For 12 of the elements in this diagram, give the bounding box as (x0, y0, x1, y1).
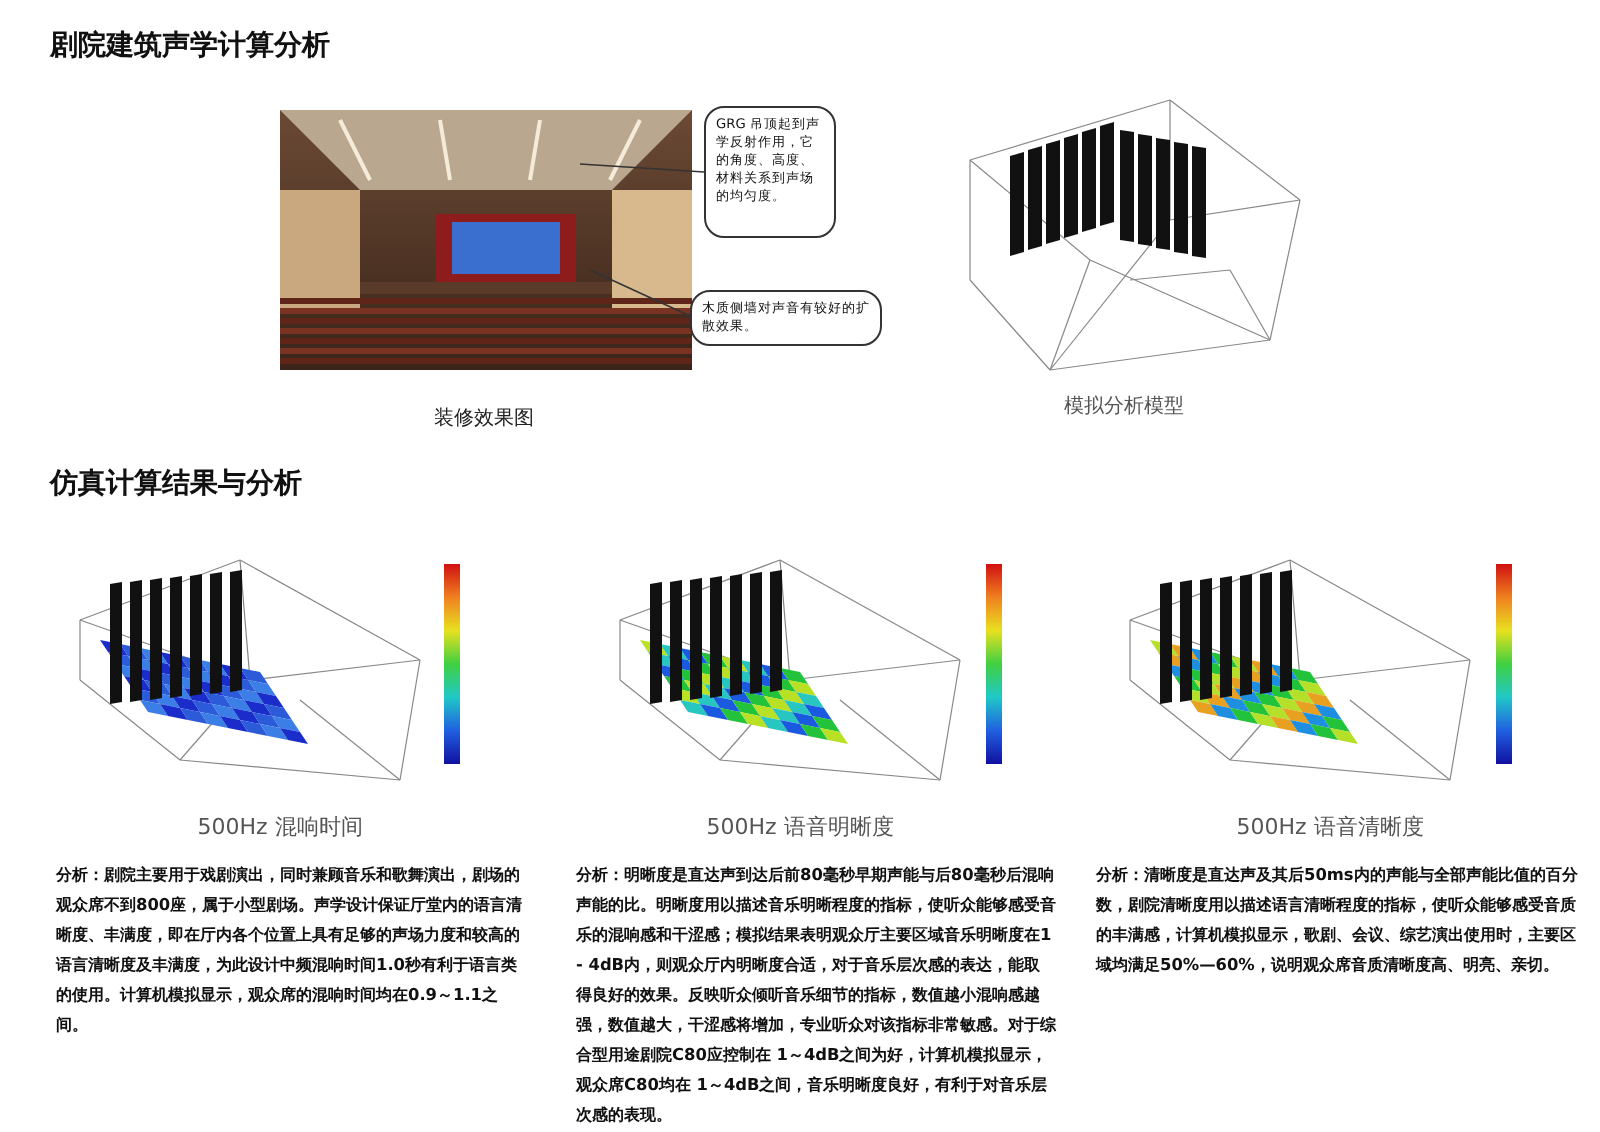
chart-caption: 500Hz 混响时间 (195, 812, 365, 842)
leader-line (579, 163, 705, 173)
chart-caption: 500Hz 语音清晰度 (1234, 812, 1426, 842)
chart-caption: 500Hz 语音明晰度 (704, 812, 896, 842)
section-heading: 仿真计算结果与分析 (50, 466, 302, 502)
analysis-paragraph: 分析：剧院主要用于戏剧演出，同时兼顾音乐和歌舞演出，剧场的观众席不到800座，属于小型剧场。声学设计保证厅堂内的语言清晰度、丰满度，即在厅内各个位置上具有足够的声场力度和较高的语言清晰度及丰满度，为此设计中频混响时间1.0秒有利于语言类的使用。计算机模拟显示，观众席的混响时间均在0.9～1.1之间。 (56, 862, 525, 1038)
image-caption: 模拟分析模型 (1064, 393, 1184, 420)
auditorium-rendering-drawing (280, 110, 692, 370)
image-caption: 装修效果图 (434, 405, 534, 432)
analysis-paragraph: 分析：明晰度是直达声到达后前80毫秒早期声能与后80毫秒后混响声能的比。明晰度用以描述音乐明晰程度的指标，使听众能够感受音乐的混响感和干涩感；模拟结果表明观众厅主要区域音乐明晰度在1 - 4dB内，则观众厅内明晰度合适，对于音乐层次感的表达，能取得良好的效果。反映听众倾听音乐细节的指标，数值越小混响感越强，数值越大，干涩感将增加，专业听众对该指标非常敏感。对于综合型用途剧院C80应控制在 1～4dB之间为好，计算机模拟显示，观众席C80均在 1～4dB之间，音乐明晰度良好，有利于对音乐层次感的表现。 (576, 862, 1056, 1128)
analysis-paragraph: 分析：清晰度是直达声及其后50ms内的声能与全部声能比值的百分数，剧院清晰度用以描述语言清晰程度的指标，使听众能够感受音质的丰满感，计算机模拟显示，歌剧、会议、综艺演出使用时，主要区域均满足50%—60%，说明观众席音质清晰度高、明亮、亲切。 (1096, 862, 1580, 978)
page-title: 剧院建筑声学计算分析 (50, 28, 330, 64)
